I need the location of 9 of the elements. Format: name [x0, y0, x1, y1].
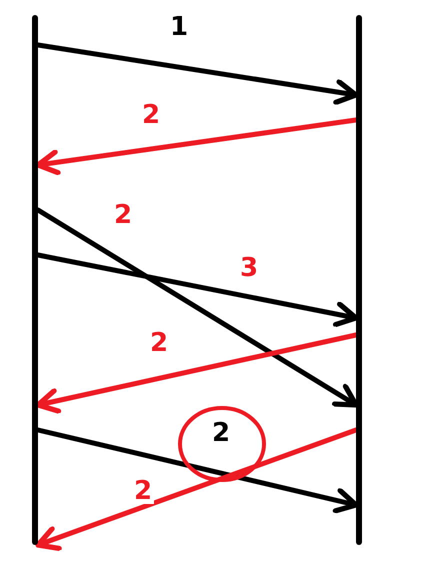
arrow [36, 42, 359, 105]
arrow [35, 332, 358, 414]
arrow [36, 208, 359, 408]
lifeline [32, 15, 38, 545]
lifeline [356, 15, 362, 545]
arrow [35, 118, 358, 176]
arrow [35, 428, 358, 552]
arrow [36, 428, 359, 514]
arrow [36, 252, 359, 328]
